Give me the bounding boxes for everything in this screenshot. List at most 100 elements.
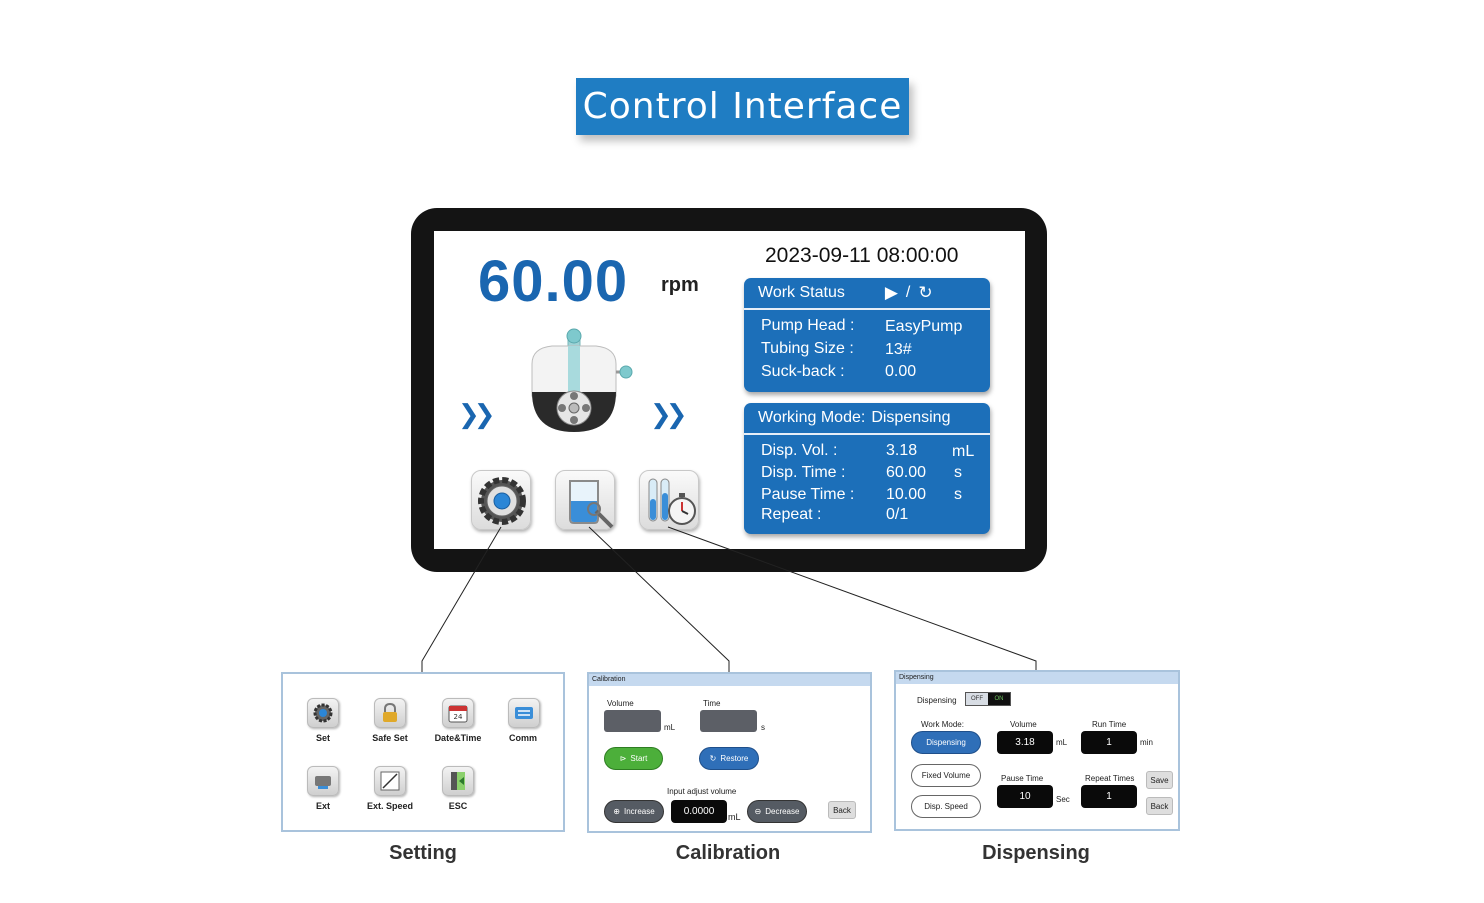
repeat-times-label: Repeat Times [1085, 774, 1135, 783]
disp-vol-value: 3.18 [886, 442, 918, 459]
toggle-on: ON [988, 693, 1010, 705]
adjust-volume-unit: mL [728, 812, 741, 822]
date-time-button[interactable]: 24 [442, 698, 474, 728]
plus-circle-icon: ⊕ [613, 807, 620, 816]
disp-time-unit: s [954, 464, 962, 481]
disp-volume-label: Volume [1010, 720, 1037, 729]
repeat-times-input[interactable]: 1 [1081, 785, 1137, 808]
repeat-value: 0/1 [886, 506, 909, 523]
datetime-display: 2023-09-11 08:00:00 [765, 244, 959, 267]
exit-icon [451, 772, 465, 790]
date-time-label: Date&Time [434, 733, 482, 743]
dispensing-toggle-label: Dispensing [917, 696, 957, 705]
calib-back-button[interactable]: Back [828, 801, 856, 819]
settings-button[interactable] [471, 470, 531, 530]
restore-button[interactable]: ↻ Restore [699, 747, 759, 770]
direction-chevron-left: ❯❯ [458, 399, 495, 429]
disp-vol-label: Disp. Vol. : [761, 442, 838, 459]
pause-time-unit: Sec [1056, 795, 1070, 804]
set-label: Set [315, 733, 330, 743]
page-title: Control Interface [576, 78, 909, 135]
run-time-unit: min [1140, 738, 1153, 747]
lock-icon [383, 702, 397, 722]
decrease-button[interactable]: ⊖ Decrease [747, 800, 807, 823]
increase-button[interactable]: ⊕ Increase [604, 800, 664, 823]
working-mode-label: Working Mode: [758, 409, 866, 426]
work-mode-label: Work Mode: [921, 720, 964, 729]
mode-dispensing-button[interactable]: Dispensing [911, 731, 981, 754]
dispensing-button[interactable] [639, 470, 699, 530]
gear-icon [478, 477, 526, 525]
calib-time-unit: s [761, 723, 765, 732]
ext-speed-button[interactable] [374, 766, 406, 796]
calib-volume-unit: mL [664, 723, 676, 732]
speed-value: 60.00 [478, 249, 629, 314]
repeat-label: Repeat : [761, 506, 822, 523]
speed-graph-icon [380, 771, 400, 791]
minus-circle-icon: ⊖ [754, 807, 762, 816]
comm-label: Comm [508, 733, 537, 743]
pause-time-unit: s [954, 486, 962, 503]
gear-icon [313, 703, 333, 723]
ext-label: Ext [315, 801, 330, 811]
suck-back-label: Suck-back : [761, 363, 845, 380]
restore-icon: ↻ [709, 754, 717, 763]
play-icon[interactable]: ▶ [884, 283, 898, 302]
calib-time-input[interactable] [700, 710, 757, 732]
run-time-input[interactable]: 1 [1081, 731, 1137, 754]
set-button[interactable] [307, 698, 339, 728]
setting-caption: Setting [389, 842, 457, 864]
safe-set-button[interactable] [374, 698, 406, 728]
esc-label: ESC [448, 801, 468, 811]
ext-button[interactable] [307, 766, 339, 796]
calib-time-label: Time [703, 699, 721, 708]
run-time-label: Run Time [1092, 720, 1127, 729]
communication-icon [515, 707, 533, 719]
start-button[interactable]: ⊳ Start [604, 747, 663, 770]
pause-time-label-disp: Pause Time [1001, 774, 1044, 783]
test-tube-timer-icon [648, 478, 696, 525]
calibration-button[interactable] [555, 470, 615, 530]
work-status-header: Work Status [758, 284, 845, 301]
disp-save-button[interactable]: Save [1146, 771, 1173, 789]
comm-button[interactable] [508, 698, 540, 728]
calibration-header: Calibration [589, 674, 870, 686]
pump-head-value: EasyPump [885, 318, 963, 335]
disp-time-label: Disp. Time : [761, 464, 846, 481]
suck-back-value: 0.00 [885, 363, 917, 380]
working-mode-panel: Working Mode: Dispensing Disp. Vol. : 3.… [744, 403, 990, 534]
pause-time-input[interactable]: 10 [997, 785, 1053, 808]
pump-head-label: Pump Head : [761, 317, 855, 334]
ext-speed-label: Ext. Speed [366, 801, 413, 811]
disp-volume-input[interactable]: 3.18 [997, 731, 1053, 754]
dispensing-header: Dispensing [896, 672, 1178, 684]
calib-volume-input[interactable] [604, 710, 661, 732]
toggle-off: OFF [966, 693, 988, 705]
tubing-size-value: 13# [885, 341, 912, 358]
disp-vol-unit: mL [952, 443, 975, 460]
pause-time-label: Pause Time : [761, 486, 855, 503]
status-separator: / [905, 284, 911, 301]
direction-chevron-right: ❯❯ [650, 399, 687, 429]
tubing-size-label: Tubing Size : [761, 340, 854, 357]
disp-time-value: 60.00 [886, 464, 927, 481]
calib-volume-label: Volume [607, 699, 634, 708]
dispensing-toggle[interactable]: OFF ON [965, 692, 1011, 706]
disp-back-button[interactable]: Back [1146, 797, 1173, 815]
esc-button[interactable] [442, 766, 474, 796]
mode-fixed-volume-button[interactable]: Fixed Volume [911, 764, 981, 787]
repeat-icon[interactable]: ↻ [918, 283, 933, 302]
calibration-caption: Calibration [675, 842, 781, 864]
input-adjust-label: Input adjust volume [667, 787, 737, 796]
dispensing-caption: Dispensing [982, 842, 1090, 864]
work-status-panel: Work Status ▶ / ↻ Pump Head : EasyPump T… [744, 278, 990, 392]
beaker-icon [569, 480, 614, 529]
speed-unit: rpm [661, 274, 699, 296]
adjust-volume-input[interactable]: 0.0000 [671, 800, 727, 823]
calendar-icon: 24 [448, 705, 468, 723]
working-mode-value: Dispensing [871, 409, 951, 426]
disp-volume-unit: mL [1056, 738, 1068, 747]
svg-text:24: 24 [454, 713, 463, 721]
mode-disp-speed-button[interactable]: Disp. Speed [911, 795, 981, 818]
